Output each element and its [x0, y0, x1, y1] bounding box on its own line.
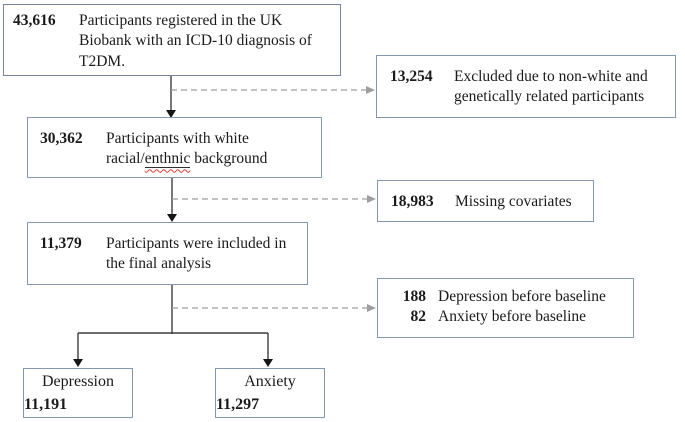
depression-outcome-label: Depression: [42, 373, 114, 391]
anxiety-before-baseline-count: 82: [410, 308, 427, 326]
registered-count: 43,616: [13, 12, 56, 29]
box-outcome-anxiety: Anxiety 11,297: [215, 368, 325, 418]
white-background-line1: Participants with white: [106, 130, 249, 147]
before-baseline-rows: 188 Depression before baseline 82 Anxiet…: [392, 287, 627, 328]
registered-label: Participants registered in the UK Bioban…: [79, 12, 312, 70]
box-outcome-depression: Depression 11,191: [23, 368, 133, 418]
box-white-background: 30,362 Participants with white racial/en…: [27, 117, 322, 178]
white-background-line2: racial/enthnic background: [106, 150, 268, 169]
arrowhead-white-to-final: [167, 214, 177, 222]
depression-before-baseline-count: 188: [402, 288, 426, 305]
anxiety-outcome-label: Anxiety: [244, 373, 296, 391]
box-missing-covariates: 18,983 Missing covariates: [377, 180, 594, 222]
excluded-nonwhite-label: Excluded due to non-white and geneticall…: [454, 68, 648, 106]
arrowhead-to-before-baseline: [367, 304, 376, 312]
box-registered: 43,616 Participants registered in the UK…: [3, 4, 341, 76]
box-before-baseline: 188 Depression before baseline 82 Anxiet…: [377, 278, 634, 338]
anxiety-before-baseline-label: Anxiety before baseline: [438, 308, 587, 326]
excluded-nonwhite-count: 13,254: [390, 68, 433, 85]
final-analysis-count: 11,379: [40, 235, 82, 252]
missing-covariates-count: 18,983: [391, 193, 434, 211]
final-analysis-label: Participants were included in the final …: [106, 235, 287, 273]
missing-covariates-label: Missing covariates: [455, 193, 572, 211]
arrowhead-branch-to-anxiety: [263, 359, 273, 367]
misspelled-word: enthnic: [144, 150, 191, 169]
white-background-count: 30,362: [40, 130, 83, 147]
arrowhead-to-excluded-nonwhite: [366, 86, 375, 94]
box-excluded-nonwhite: 13,254 Excluded due to non-white and gen…: [376, 55, 676, 118]
depression-outcome-count: 11,191: [24, 395, 68, 413]
arrowhead-branch-to-depression: [73, 359, 83, 367]
arrowhead-to-missing-covariates: [367, 195, 376, 203]
white-background-label: Participants with white racial/enthnic b…: [106, 129, 306, 170]
depression-before-baseline-label: Depression before baseline: [438, 288, 606, 305]
box-final-analysis: 11,379 Participants were included in the…: [27, 222, 308, 285]
anxiety-outcome-count: 11,297: [216, 395, 260, 413]
